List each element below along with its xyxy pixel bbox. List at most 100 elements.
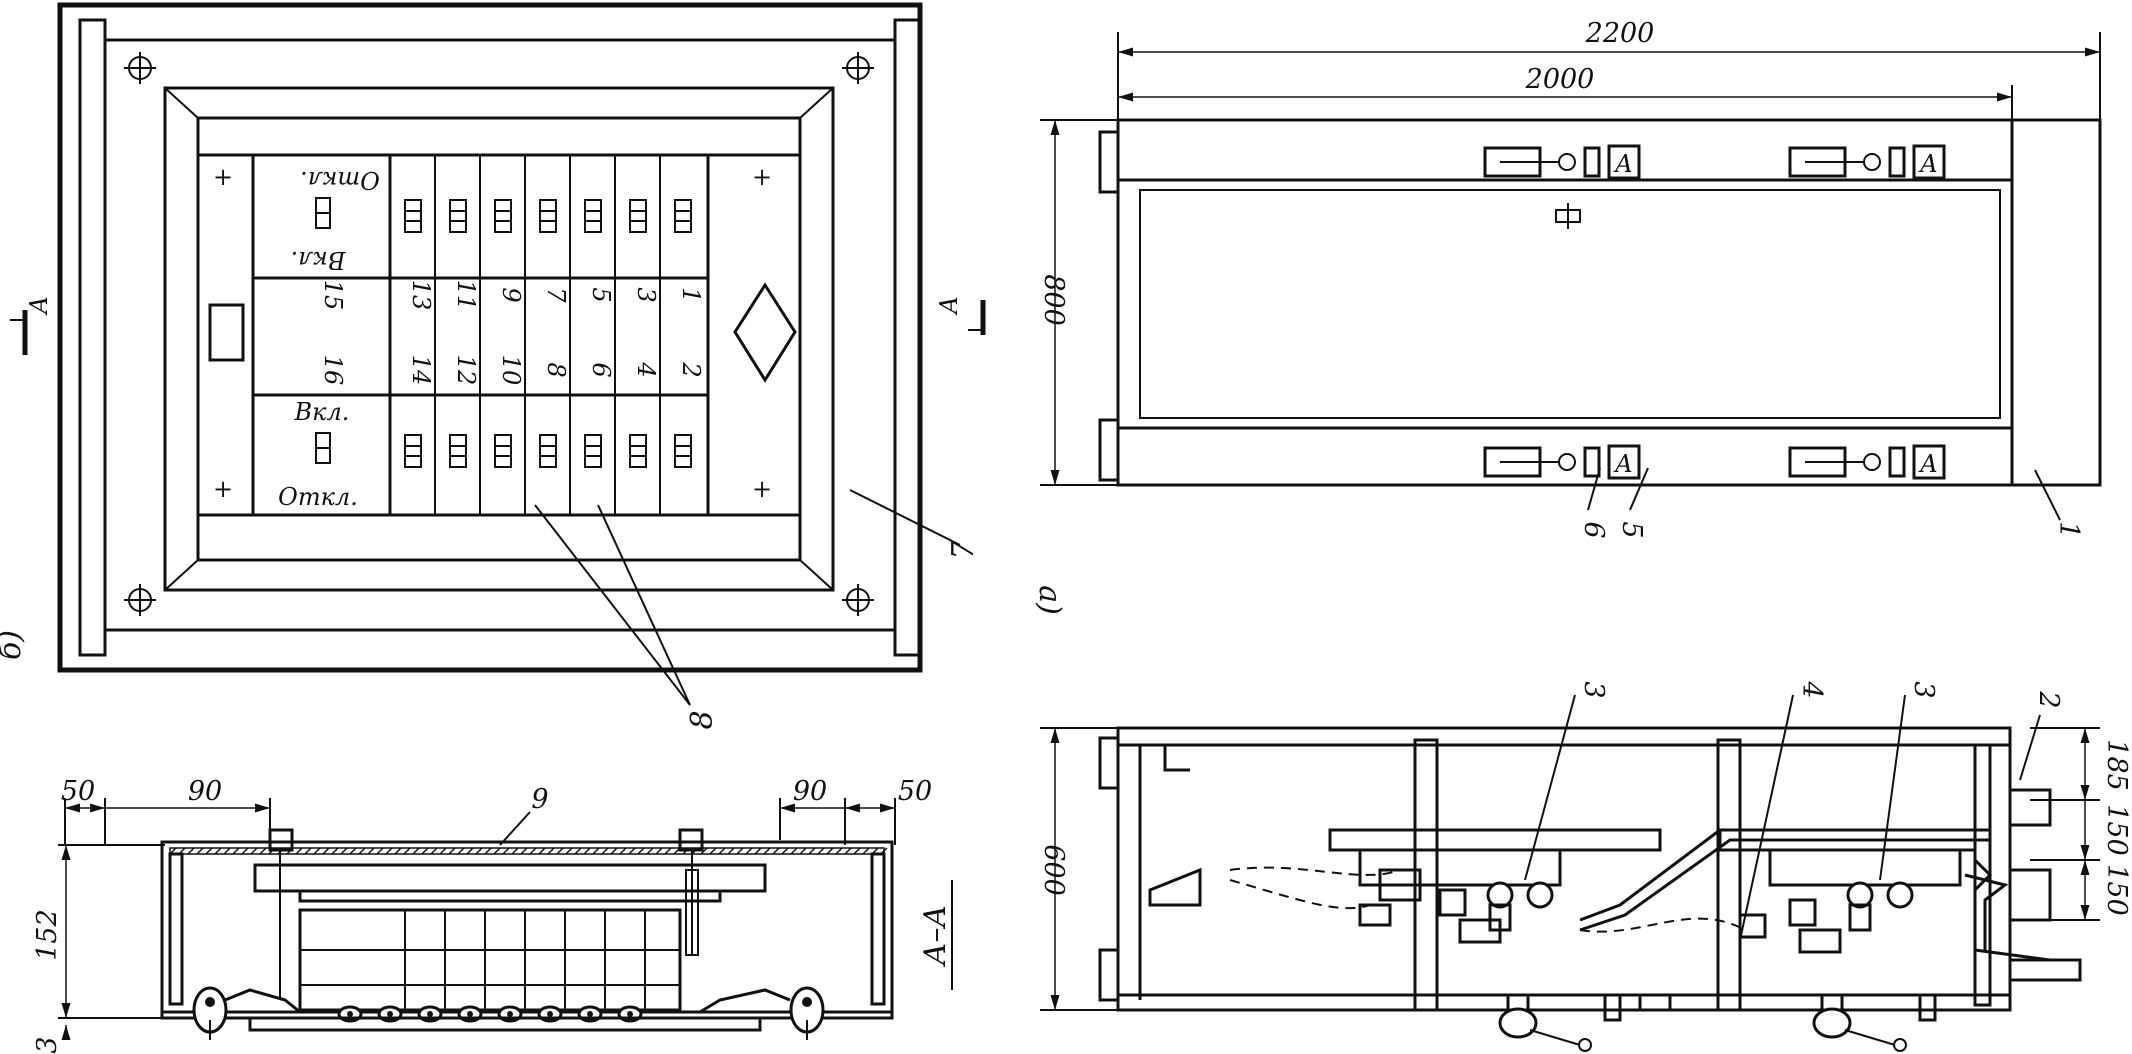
corner-hole-icon	[124, 52, 874, 616]
toggle-switch-icon	[539, 434, 557, 468]
side-cabinet-outline	[1116, 726, 2012, 1012]
dim-185: 185	[2101, 739, 2132, 791]
side-section-view: 600	[1038, 680, 2132, 1052]
cell-number-top: 15	[319, 280, 347, 311]
cell-number-bottom: 8	[542, 362, 570, 377]
view-a-label: а)	[1032, 585, 1067, 615]
top-toggle-row	[404, 199, 692, 233]
master-switch-top-icon	[315, 197, 331, 229]
toggle-switch-icon	[629, 434, 647, 468]
callout-4: 4	[1796, 680, 1827, 698]
left-window-slot	[208, 303, 245, 362]
callout-5: 5	[1616, 521, 1647, 538]
fastener-icon	[192, 986, 825, 1040]
dim-152: 152	[32, 909, 63, 961]
toggle-switch-icon	[404, 199, 422, 233]
door-lock-icon: А	[1483, 144, 1641, 180]
window-outer-bezel	[163, 86, 835, 592]
door-locks: А А А А	[1483, 144, 1946, 480]
toggle-switch-icon	[629, 199, 647, 233]
callout-9: 9	[531, 784, 548, 815]
cell-number-bottom: 14	[407, 355, 435, 386]
callout-2: 2	[2033, 690, 2064, 708]
cell-number-top: 11	[452, 280, 480, 311]
section-aa: 50 90 90 50 152 3	[32, 776, 953, 1054]
dim-2000: 2000	[1525, 64, 1595, 95]
toggle-switch-icon	[494, 434, 512, 468]
dim-600: 600	[1038, 844, 1069, 896]
cell-number-top: 9	[497, 287, 525, 302]
cell-number-top: 3	[632, 287, 660, 302]
svg-text:А: А	[1918, 450, 1938, 478]
dim-150-upper: 150	[2101, 804, 2132, 856]
relay-block	[298, 908, 682, 1012]
caster-wheel-icon	[1498, 993, 1937, 1052]
off-label-bottom: Откл.	[278, 483, 358, 511]
svg-text:А: А	[1613, 450, 1633, 478]
cabinet-door-frame	[1116, 178, 2014, 430]
panel-left-rail	[78, 18, 107, 657]
cell-number-bottom: 6	[587, 362, 615, 377]
view-b-label: б)	[0, 630, 28, 660]
callout-3-left: 3	[1578, 681, 1609, 698]
cell-number-bottom: 4	[632, 361, 660, 377]
on-label-bottom: Вкл.	[294, 398, 350, 426]
window-inner-bezel	[196, 116, 802, 562]
cell-numbers-bottom: 2 4 6 8 10 12 14 16	[319, 355, 705, 386]
dim-50-right: 50	[898, 776, 932, 807]
door-lock-icon: А	[1788, 444, 1946, 480]
section-aa-title: А–А	[918, 905, 953, 967]
svg-text:А: А	[935, 296, 963, 316]
toggle-switch-icon	[674, 199, 692, 233]
callout-7: 7	[946, 540, 981, 560]
door-lock-icon: А	[1788, 144, 1946, 180]
dim-800: 800	[1038, 274, 1069, 326]
cell-number-top: 1	[677, 287, 705, 302]
section-mark-left: А	[10, 296, 53, 355]
on-label-top: Вкл.	[291, 246, 347, 274]
svg-text:+: +	[213, 475, 233, 503]
toggle-switch-icon	[449, 434, 467, 468]
cable-gland	[1148, 867, 1202, 907]
toggle-switch-icon	[449, 199, 467, 233]
cell-number-bottom: 2	[677, 361, 705, 377]
mounting-plate	[103, 38, 897, 632]
svg-text:+: +	[752, 163, 772, 191]
dim-90-left: 90	[188, 776, 222, 807]
svg-text:А: А	[25, 296, 53, 316]
dim-90-right: 90	[793, 776, 827, 807]
toggle-switch-icon	[584, 199, 602, 233]
svg-text:+: +	[213, 163, 233, 191]
cell-number-top: 7	[542, 287, 570, 303]
bottom-toggle-row	[404, 434, 692, 468]
toggle-switch-icon	[674, 434, 692, 468]
panel-right-rail	[893, 18, 922, 657]
toggle-switch-icon	[584, 434, 602, 468]
cell-number-top: 13	[407, 280, 435, 311]
cabinet-door	[1139, 189, 2001, 419]
plus-mark-icon: + + + +	[213, 163, 772, 503]
cell-number-top: 5	[587, 287, 615, 302]
cell-number-bottom: 12	[452, 355, 480, 386]
callout-3-right: 3	[1908, 681, 1939, 698]
casing-outline	[160, 840, 894, 1020]
dim-50-left: 50	[61, 776, 95, 807]
svg-text:А: А	[1918, 150, 1938, 178]
callout-6: 6	[1578, 521, 1609, 538]
cell-number-bottom: 16	[319, 355, 347, 386]
dim-150-lower: 150	[2101, 864, 2132, 916]
callout-8: 8	[685, 710, 720, 729]
right-diamond-mark	[733, 282, 797, 383]
toggle-switch-icon	[539, 199, 557, 233]
master-switch-bottom-icon	[315, 432, 331, 464]
callout-1: 1	[2053, 521, 2084, 538]
door-lock-icon: А	[1483, 444, 1641, 480]
dim-3: 3	[32, 1036, 63, 1053]
toggle-switch-icon	[494, 199, 512, 233]
cell-number-bottom: 10	[497, 355, 525, 386]
section-mark-right: А	[935, 296, 986, 335]
door-latch-icon	[1555, 203, 1581, 229]
